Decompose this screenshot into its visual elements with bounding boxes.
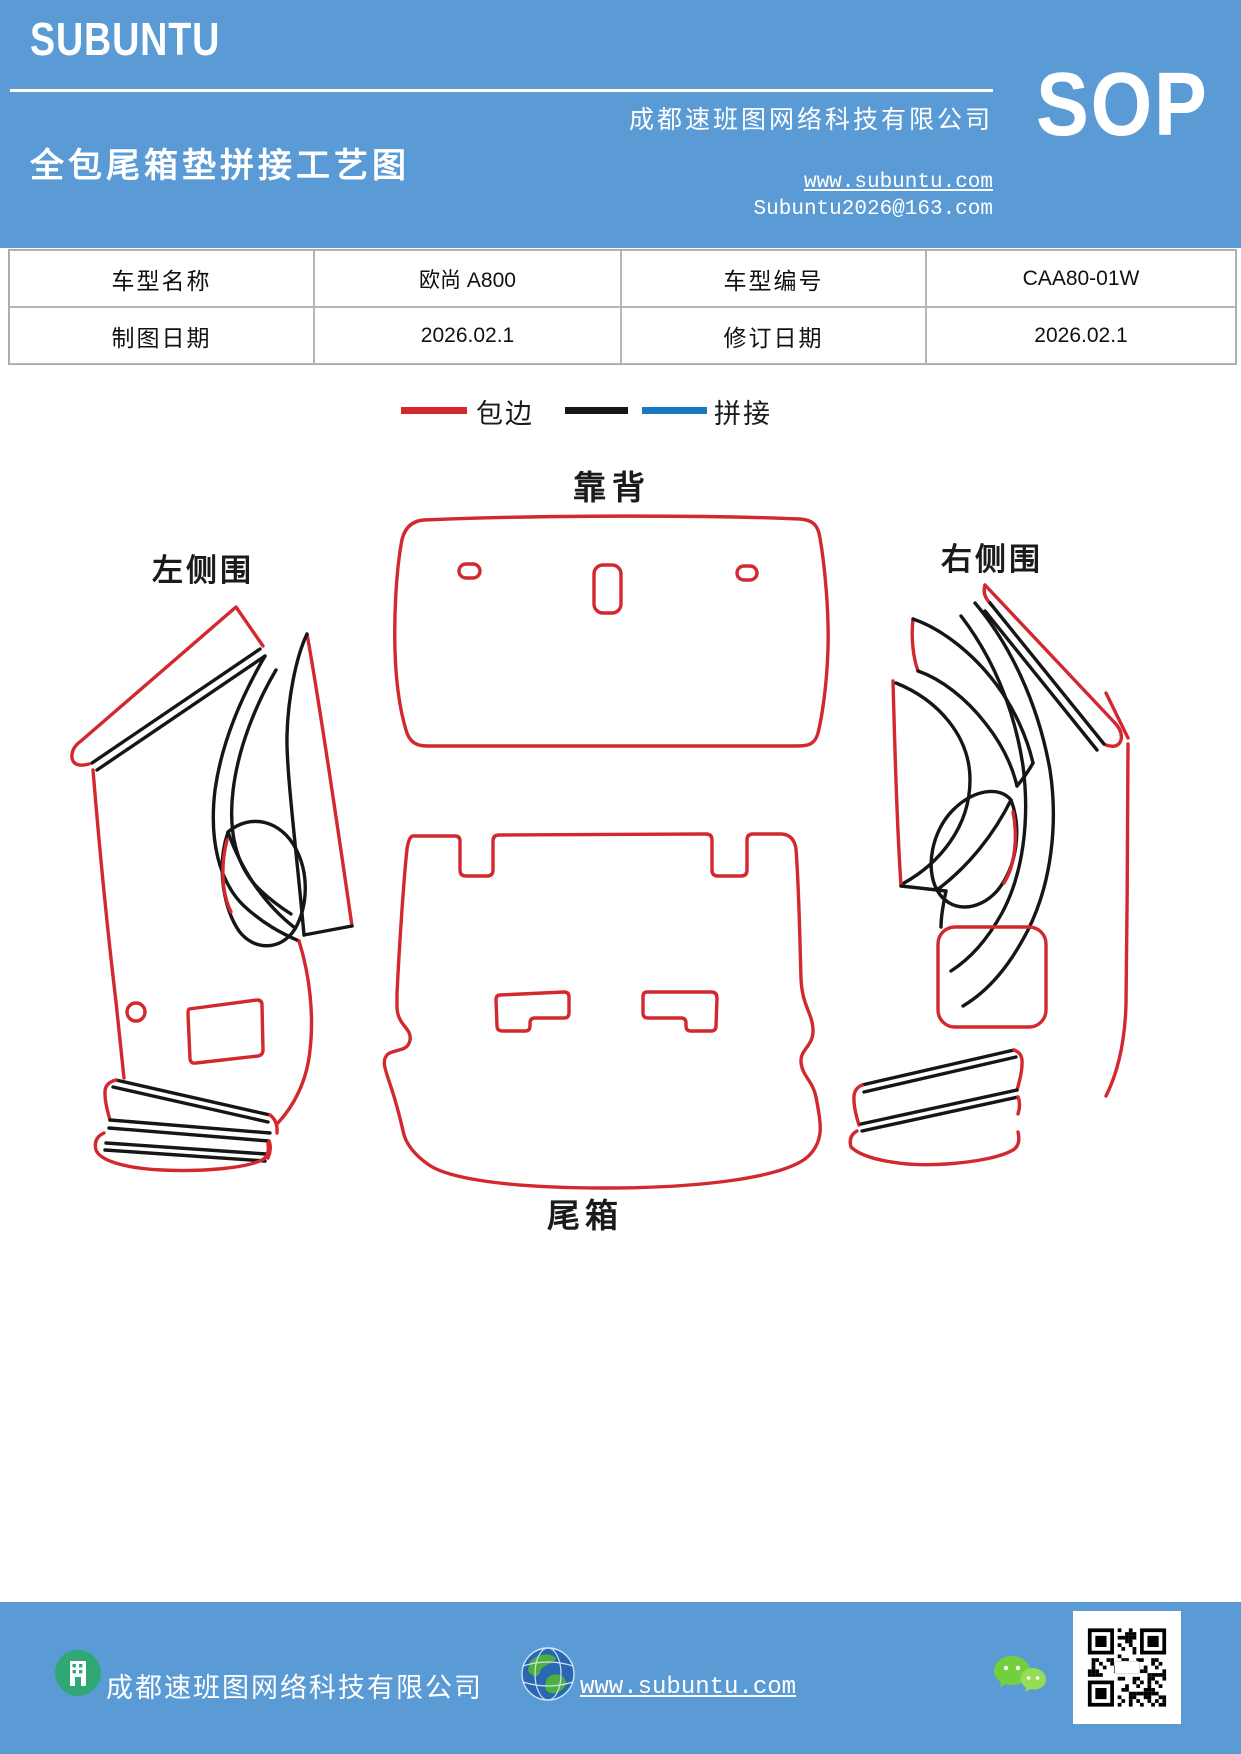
trunk-label: 尾箱: [547, 1197, 623, 1234]
legend-splice-label: 拼接: [714, 399, 772, 429]
backrest-slot-right: [735, 564, 759, 582]
draw-date-value: 2026.02.1: [314, 307, 621, 364]
sop-mark: SOP: [1036, 55, 1209, 155]
left-side-label: 左侧围: [152, 553, 254, 588]
model-code-label: 车型编号: [621, 250, 926, 307]
header-band: SUBUNTU 成都速班图网络科技有限公司 全包尾箱垫拼接工艺图 www.sub…: [0, 0, 1241, 248]
page-title: 全包尾箱垫拼接工艺图: [30, 147, 410, 185]
model-name-value: 欧尚 A800: [314, 250, 621, 307]
legend-splice-blue-line: [642, 407, 707, 414]
brand-logo: SUBUNTU: [30, 13, 221, 65]
footer-band: 成都速班图网络科技有限公司 www.subuntu.com: [0, 1602, 1241, 1754]
revise-date-label: 修订日期: [621, 307, 926, 364]
legend-splice-black-line: [565, 407, 628, 414]
backrest-slot-center: [592, 563, 623, 615]
footer-company-name: 成都速班图网络科技有限公司: [106, 1673, 483, 1703]
wechat-icon: [994, 1656, 1046, 1692]
model-code-value: CAA80-01W: [926, 250, 1236, 307]
pattern-diagram: 靠背 左侧围 右侧围 尾箱: [70, 469, 1130, 1234]
qr-code: [1073, 1611, 1181, 1724]
revise-date-value: 2026.02.1: [926, 307, 1236, 364]
header-website-link[interactable]: www.subuntu.com: [803, 171, 993, 194]
header-divider: [10, 89, 993, 92]
left-side-circle-hole: [125, 1001, 147, 1023]
header-company-name: 成都速班图网络科技有限公司: [628, 107, 993, 134]
legend-edge-line: [401, 407, 467, 414]
backrest-slot-left: [457, 562, 482, 580]
right-side-label: 右侧围: [941, 542, 1043, 577]
draw-date-label: 制图日期: [9, 307, 314, 364]
backrest-label: 靠背: [573, 469, 651, 506]
trunk-hole-left: [494, 990, 571, 1033]
trunk-hole-right: [641, 990, 719, 1033]
legend-edge-label: 包边: [476, 399, 534, 429]
backrest-outline: [393, 514, 830, 748]
header-email: Subuntu2026@163.com: [753, 198, 993, 221]
right-side-pieces: [848, 583, 1130, 1167]
right-side-square-hole: [936, 925, 1048, 1029]
left-side-rect-hole: [186, 998, 265, 1065]
vehicle-info-table: 车型名称 欧尚 A800 车型编号 CAA80-01W 制图日期 2026.02…: [8, 249, 1237, 365]
footer-website-link[interactable]: www.subuntu.com: [580, 1674, 797, 1701]
model-name-label: 车型名称: [9, 250, 314, 307]
building-icon: [55, 1650, 101, 1696]
globe-icon: [521, 1647, 575, 1701]
trunk-outline: [382, 832, 822, 1190]
left-side-pieces: [70, 605, 354, 1173]
